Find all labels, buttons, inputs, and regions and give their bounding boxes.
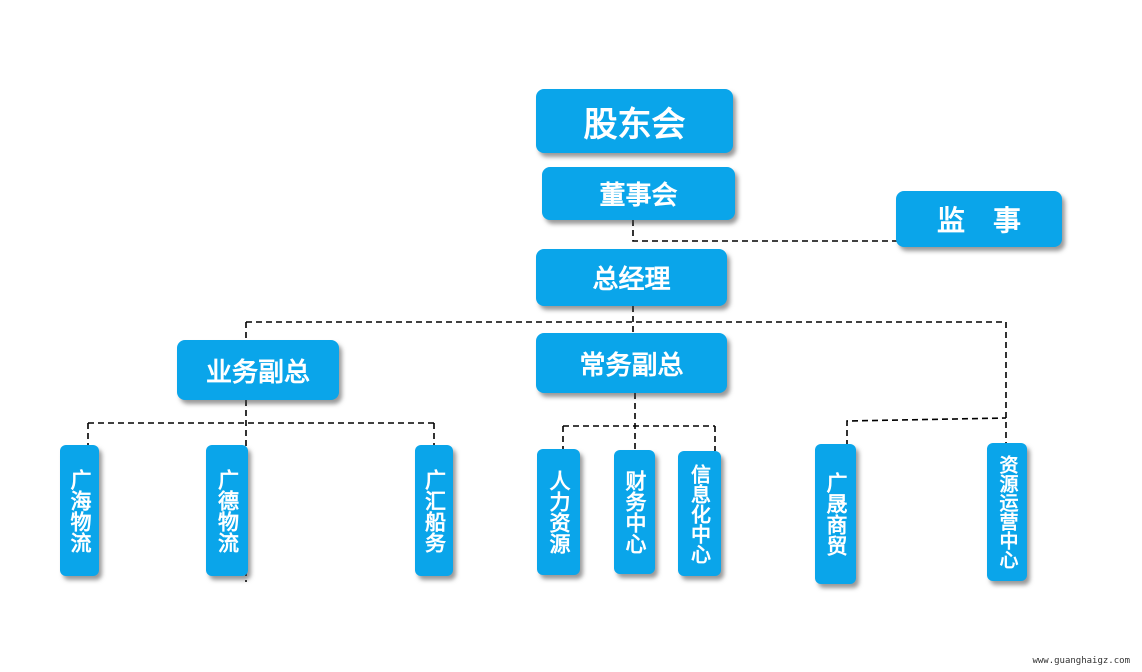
hr-node: 人力资源 — [537, 449, 580, 575]
guangde-logistics-label: 广德物流 — [215, 468, 240, 553]
business-vp-node: 业务副总 — [177, 340, 339, 400]
resource-ops-label: 资源运营中心 — [996, 455, 1019, 569]
guanghai-logistics-label: 广海物流 — [68, 468, 92, 553]
guanghui-shipping-label: 广汇船务 — [422, 468, 447, 553]
finance-label: 财务中心 — [623, 470, 647, 554]
shareholders-label: 股东会 — [583, 104, 686, 145]
board-node: 董事会 — [542, 167, 735, 220]
hr-label: 人力资源 — [547, 470, 571, 554]
website-watermark: www.guanghaigz.com — [1032, 656, 1130, 666]
it-node: 信息化中心 — [678, 451, 721, 576]
guangde-logistics-node: 广德物流 — [206, 445, 248, 576]
guanghui-shipping-node: 广汇船务 — [415, 445, 453, 576]
business-vp-label: 业务副总 — [205, 357, 310, 388]
executive-vp-label: 常务副总 — [579, 350, 684, 381]
guangsheng-trade-node: 广晟商贸 — [815, 444, 856, 584]
executive-vp-node: 常务副总 — [536, 333, 727, 393]
guanghai-logistics-node: 广海物流 — [60, 445, 99, 576]
supervisor-label: 监 事 — [936, 204, 1021, 237]
shareholders-node: 股东会 — [536, 89, 733, 153]
general-manager-node: 总经理 — [536, 249, 727, 306]
guangsheng-trade-label: 广晟商贸 — [824, 472, 848, 556]
general-manager-label: 总经理 — [592, 265, 671, 295]
supervisor-node: 监 事 — [896, 191, 1062, 247]
it-label: 信息化中心 — [687, 463, 712, 564]
finance-node: 财务中心 — [614, 450, 655, 574]
board-label: 董事会 — [599, 181, 678, 211]
resource-ops-node: 资源运营中心 — [987, 443, 1027, 581]
